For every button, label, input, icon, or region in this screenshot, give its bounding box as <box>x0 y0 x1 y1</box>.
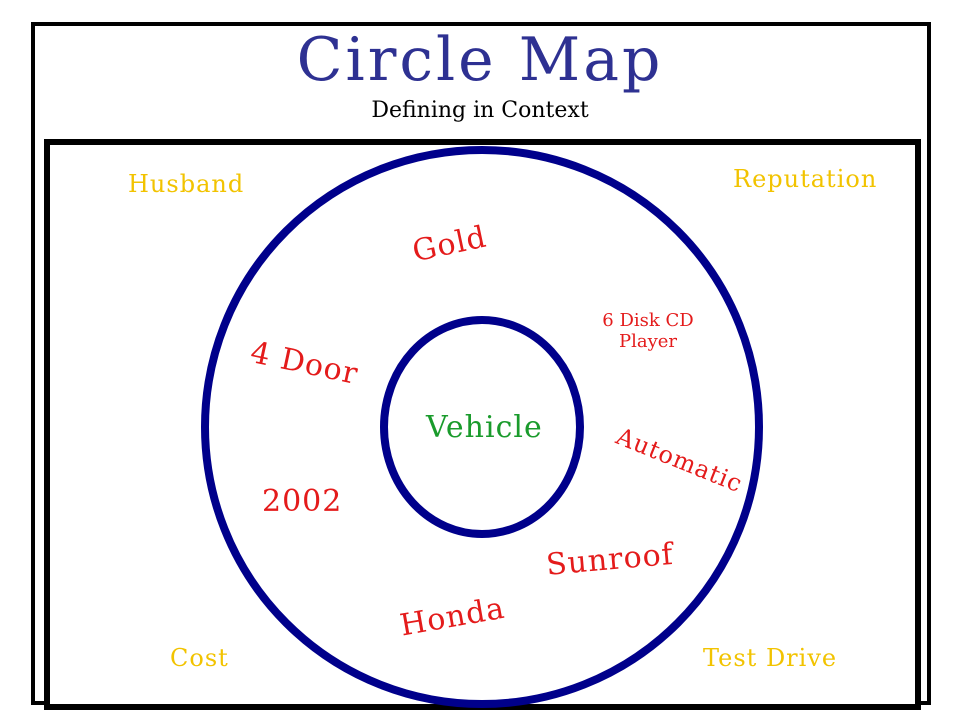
frame-label-reputation: Reputation <box>733 165 878 193</box>
frame-of-reference-box <box>44 139 921 710</box>
frame-label-cost: Cost <box>170 644 229 672</box>
outer-circle <box>201 146 763 708</box>
attribute-year: 2002 <box>262 484 343 519</box>
slide-title: Circle Map <box>296 25 664 95</box>
frame-label-husband: Husband <box>128 170 245 198</box>
attribute-cd-player: 6 Disk CD Player <box>602 310 694 352</box>
inner-circle <box>380 316 584 538</box>
frame-label-test-drive: Test Drive <box>703 644 838 672</box>
center-label: Vehicle <box>426 410 543 445</box>
slide-subtitle: Defining in Context <box>371 98 589 123</box>
